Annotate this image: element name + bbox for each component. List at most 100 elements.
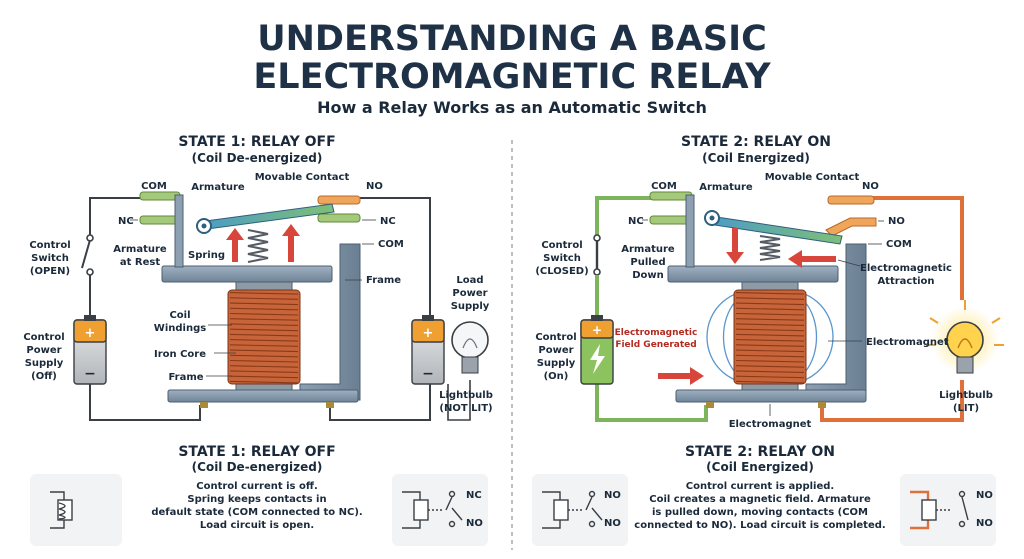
lbl2-movable-contact: Movable Contact [765, 172, 860, 183]
state2-heading: STATE 2: RELAY ON [681, 134, 831, 150]
state2-summary-line-4: connected to NO). Load circuit is comple… [634, 520, 885, 531]
lbl-power-4: (Off) [31, 371, 57, 382]
lightning-icon [590, 344, 605, 374]
symbol-no-label: NO [466, 518, 483, 529]
lbl-power-2: Power [26, 345, 61, 356]
relay-symbol-on-left [542, 490, 603, 529]
no-contact [317, 195, 361, 205]
com-contact-left [139, 191, 181, 201]
lbl-control-switch-1: Control [29, 240, 70, 251]
lbl2-pulled-1: Armature [621, 244, 675, 255]
terminal-right [326, 402, 334, 408]
symbol2-right-no-top: NO [976, 490, 993, 501]
lbl2-electromagnet-bottom: Electromagnet [729, 419, 812, 430]
lbl-bulb-2: (NOT LIT) [439, 403, 492, 414]
lbl-armature-rest-2: at Rest [120, 257, 160, 268]
terminal2-left [706, 402, 714, 408]
no2-contact-bent [825, 217, 877, 237]
control-wire-bottom [89, 384, 201, 421]
lbl-nc-right: NC [380, 216, 396, 227]
armature2-post [685, 194, 695, 268]
symbol2-left-no-top: NO [604, 490, 621, 501]
load-battery-minus: − [422, 366, 434, 382]
lbl-no: NO [366, 181, 383, 192]
state2-summary-line-2: Coil creates a magnetic field. Armature [649, 494, 871, 505]
state1-symbol-panel-left [30, 474, 122, 546]
lbl-iron-core: Iron Core [154, 349, 206, 360]
lbl2-no: NO [862, 181, 879, 192]
state1-summary-line-3: default state (COM connected to NC). [151, 507, 362, 518]
lightbulb-lit [946, 321, 984, 359]
armature-bar [197, 203, 335, 231]
lbl2-attraction-1: Electromagnetic [860, 263, 952, 274]
lbl2-com-right: COM [886, 239, 912, 250]
energized-coil-wire [910, 490, 930, 530]
battery-minus: − [84, 366, 96, 382]
lbl-frame-bottom: Frame [168, 372, 203, 383]
lbl-armature: Armature [191, 182, 245, 193]
load-battery-terminal [422, 315, 434, 321]
lbl2-power-2: Power [538, 345, 573, 356]
lbl2-bulb-2: (LIT) [953, 403, 979, 414]
state2-panel: STATE 2: RELAY ON (Coil Energized) [532, 134, 1004, 546]
lbl-coil-1: Coil [169, 310, 190, 321]
spring2-coil [759, 235, 781, 261]
state1-heading: STATE 1: RELAY OFF [178, 134, 335, 150]
field-arrow [658, 367, 704, 385]
pulled-down-arrow [726, 228, 744, 264]
terminal-left [200, 402, 208, 408]
frame2-bottom-bar [675, 389, 867, 403]
subtitle: How a Relay Works as an Automatic Switch [317, 98, 707, 117]
state1-panel: STATE 1: RELAY OFF (Coil De-energized) [23, 134, 493, 546]
coil-symbol-left [50, 491, 73, 529]
load-wire-top [360, 197, 431, 318]
state2-summary-line-3: is pulled down, moving contacts (COM [652, 507, 868, 518]
armature-post [174, 194, 184, 268]
lbl2-com: COM [651, 181, 677, 192]
state1-leader-lines [130, 219, 376, 377]
state1-subheading: (Coil De-energized) [192, 151, 323, 165]
lbl2-armature: Armature [699, 182, 753, 193]
coil-windings-2 [733, 289, 807, 385]
battery-terminal [84, 315, 96, 321]
battery-on-plus: + [592, 323, 602, 337]
battery-plus: + [85, 326, 96, 341]
state2-summary-heading: STATE 2: RELAY ON [685, 444, 835, 460]
lbl2-pulled-3: Down [632, 270, 664, 281]
load-wire-on-top [872, 196, 964, 300]
lbl2-power-3: Supply [537, 358, 576, 369]
lbl2-electromagnet-right: Electromagnet [866, 337, 949, 348]
lightbulb-off [451, 321, 489, 359]
lbl2-switch-3: (CLOSED) [535, 266, 588, 277]
spring-coil [247, 229, 269, 263]
lbl2-power-4: (On) [544, 371, 569, 382]
battery-on-terminal [591, 315, 603, 321]
lbl-control-switch-3: (OPEN) [30, 266, 70, 277]
nc-contact-right [317, 213, 361, 223]
switch-terminal-bottom [86, 268, 94, 276]
title-line-2: ELECTROMAGNETIC RELAY [253, 57, 771, 97]
lbl-bulb-1: Lightbulb [439, 390, 493, 401]
lbl-power-3: Supply [25, 358, 64, 369]
symbol-nc-label: NC [466, 490, 482, 501]
control-wire-on-bottom [595, 384, 708, 422]
lbl-spring: Spring [188, 250, 225, 261]
lbl-armature-rest-1: Armature [113, 244, 167, 255]
state1-summary-subheading: (Coil De-energized) [192, 460, 323, 474]
lbl2-field-2: Field Generated [615, 340, 696, 350]
state2-summary-line-1: Control current is applied. [686, 481, 834, 492]
spring-up-arrow-left [226, 228, 244, 262]
lbl2-no-right: NO [888, 216, 905, 227]
lbl-load-3: Supply [451, 301, 490, 312]
lbl-frame-right: Frame [366, 275, 401, 286]
open-switch-blade [81, 239, 91, 269]
armature-pivot-center [201, 223, 207, 229]
relay-symbol-on-right [921, 490, 969, 528]
armature2-pivot-center [709, 215, 715, 221]
state1-summary-line-2: Spring keeps contacts in [187, 494, 326, 505]
bulb-lit-base [956, 356, 974, 374]
no2-contact-top [827, 195, 875, 205]
lbl-power-1: Control [23, 332, 64, 343]
